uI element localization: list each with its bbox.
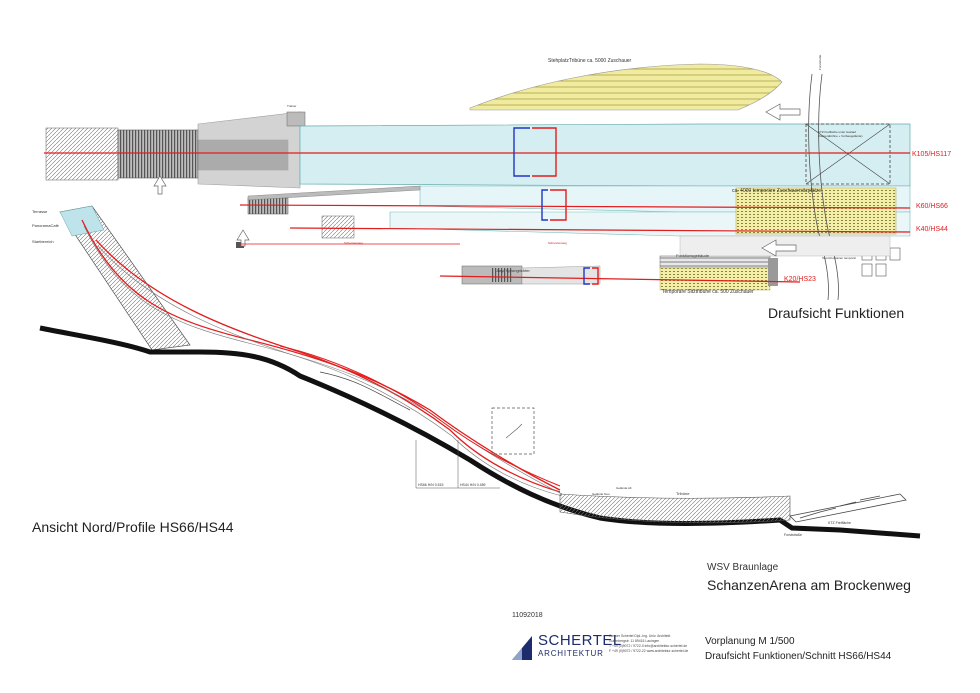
label-ktz-area-sub: (Kamerabühne + Vorbaugelände) <box>818 134 863 138</box>
logo-mark-icon <box>512 636 532 660</box>
address-line: F +49 (0)9072 / 9722-22 www.architektur-… <box>609 649 689 653</box>
label-temp-seating-4000: ca. 4000 temporäre Zuschauersitzplätze <box>732 188 822 194</box>
label-temp-stand-500: Temporäre Sitztribüne ca. 500 Zuschauer <box>662 289 754 295</box>
label-terrace: Terrasse <box>32 209 48 214</box>
hill-label-k60: K60/HS66 <box>916 203 948 210</box>
main-takeoff-grey <box>197 111 301 189</box>
address-line: T +49 (0)9072 / 9722-0 info@architektur-… <box>609 644 688 648</box>
label-start-area: Startbereich <box>32 239 54 244</box>
label-hn-66: HS66 H/N 0.515 <box>418 483 444 487</box>
hn-dimensions <box>415 440 500 489</box>
forest-road <box>808 73 829 301</box>
arrow-left-2 <box>761 239 797 257</box>
k60-inrun <box>247 197 289 215</box>
label-standing-stand: StehplatzTribüne ca. 5000 Zuschauer <box>548 58 632 64</box>
temp-seating-4000 <box>735 187 897 235</box>
drawing-subject: Draufsicht Funktionen/Schnitt HS66/HS44 <box>705 651 892 662</box>
address-line: Werner Schertel Dipl.-Ing. Univ. Archite… <box>609 634 671 638</box>
elevation-view <box>39 205 921 539</box>
office-subtitle: ARCHITEKTUR <box>538 649 604 658</box>
inrun-hs44 <box>95 239 561 493</box>
arrow-up-1 <box>153 175 167 195</box>
arrow-left-1 <box>765 103 801 121</box>
label-tower: Trainer <box>287 104 297 108</box>
label-panorama-cafe: PanoramaCafé <box>32 223 59 228</box>
standing-stand <box>469 63 783 111</box>
plan-heading: Draufsicht Funktionen <box>768 305 905 321</box>
ktz-area <box>805 123 891 185</box>
date-code: 11092018 <box>512 612 543 619</box>
label-ground-line: Gelände Neu <box>592 492 610 496</box>
office-logo: SCHERTEL ARCHITEKTUR <box>508 630 621 666</box>
project-name: SchanzenArena am Brockenweg <box>707 577 911 593</box>
outrun-stand <box>559 493 791 524</box>
label-ktz-elev: KTZ Freifläche <box>828 521 851 525</box>
office-name: SCHERTEL <box>538 632 622 649</box>
judge-tower-small <box>286 111 306 127</box>
inrun-hs66 <box>81 219 561 491</box>
main-inrun-hatched <box>45 127 119 181</box>
hill-label-k20: K20/HS23 <box>784 276 816 283</box>
hill-axes <box>44 152 911 283</box>
k40-inrun <box>321 215 355 239</box>
label-function-building: Funktionsgebäude <box>676 253 709 258</box>
label-hn-44: HS44 H/N 0.489 <box>460 483 486 487</box>
arrow-up-2 <box>236 229 250 247</box>
label-ktz-area: KTZ Freifläche unter Auslauf <box>818 130 857 134</box>
temp-stand-500 <box>659 267 771 291</box>
plan-view <box>44 63 911 301</box>
distance-markers <box>513 127 599 285</box>
label-road: Forststraße <box>818 54 822 70</box>
label-jury-tower: Jury/ Sprungrichter <box>496 268 530 273</box>
address-line: Gutenbergstr. 11 89415 Lauingen <box>609 639 660 643</box>
label-grandstand: Tribüne <box>676 491 690 496</box>
label-team-container: Team/Container temporär <box>822 256 857 260</box>
elevation-heading: Ansicht Nord/Profile HS66/HS44 <box>32 519 234 535</box>
label-red-note-2: Schanzenweg <box>548 241 567 245</box>
client-name: WSV Braunlage <box>707 562 779 573</box>
office-address: Werner Schertel Dipl.-Ing. Univ. Archite… <box>609 634 689 654</box>
planning-phase: Vorplanung M 1/500 <box>705 636 795 647</box>
label-red-note-1: Schanzenweg <box>344 241 363 245</box>
hill-label-k40: K40/HS44 <box>916 226 948 233</box>
label-road-elev: Forststraße <box>784 533 802 537</box>
hill-label-k105: K105/HS117 <box>912 151 952 158</box>
judge-tower-dashed <box>491 407 535 455</box>
label-ground-line-old: Gelände Alt <box>616 486 632 490</box>
ground-line <box>39 325 921 539</box>
main-inrun-bars <box>117 129 199 179</box>
